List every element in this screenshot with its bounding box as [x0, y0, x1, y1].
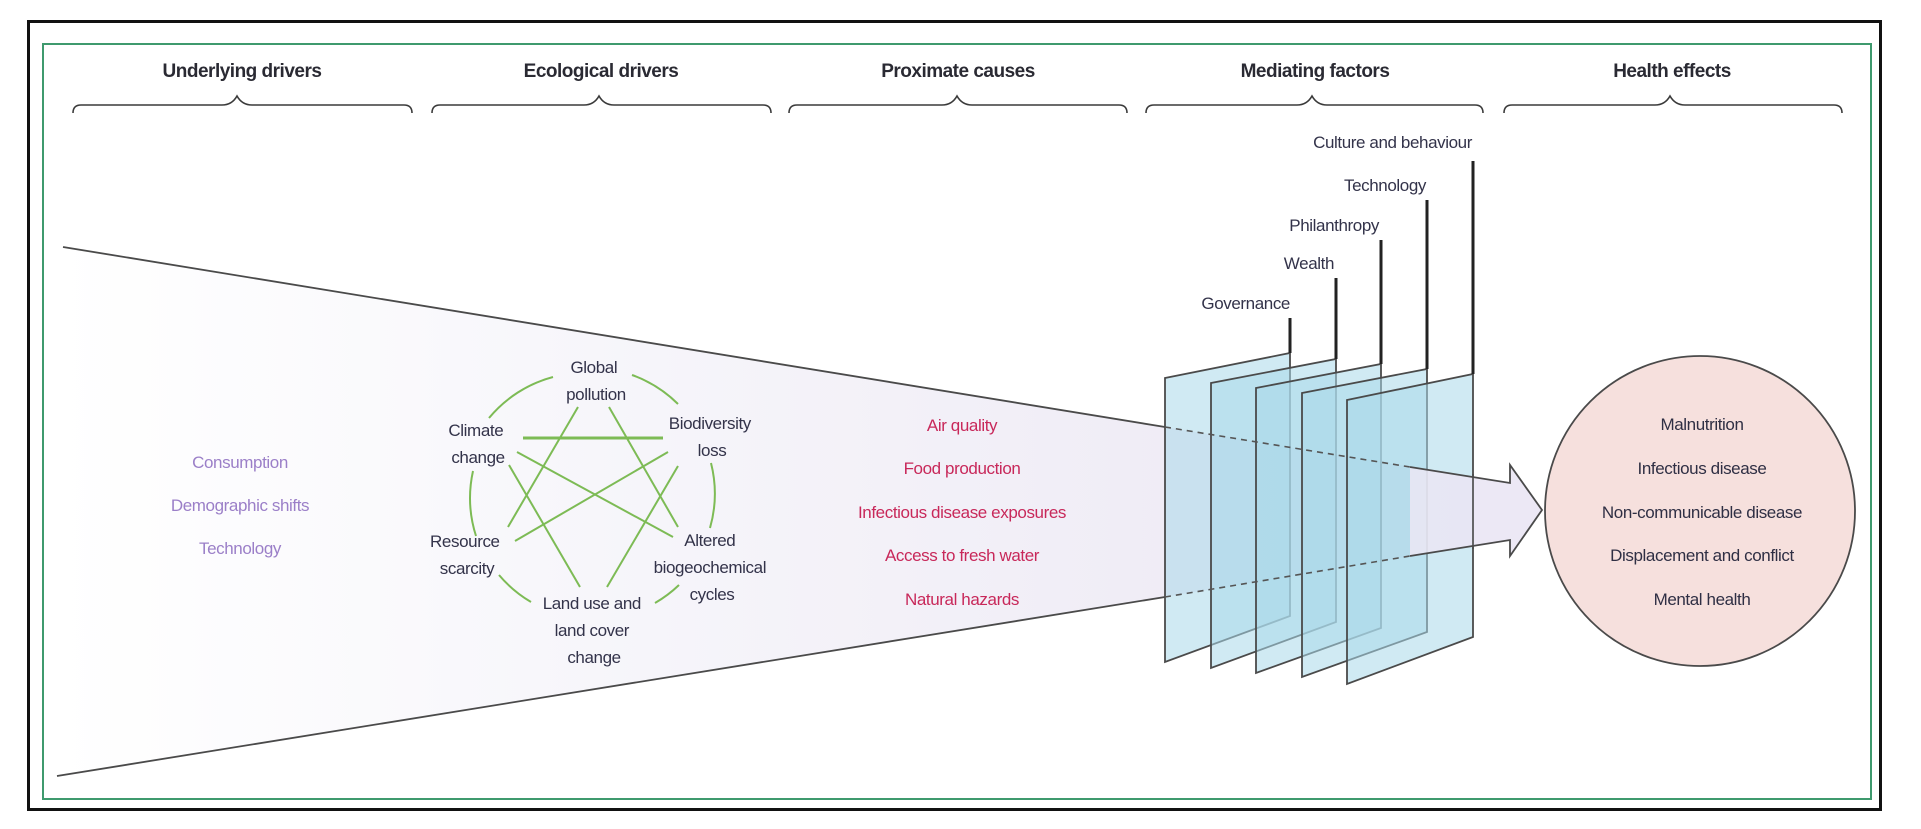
node-climate-change: Climate change [448, 421, 507, 467]
heading-ecological-drivers: Ecological drivers [524, 61, 679, 82]
brace-mediating-factors [1145, 94, 1484, 114]
arrow-to-health-effects [1409, 462, 1544, 559]
column-headings: Underlying drivers Ecological drivers Pr… [163, 61, 1732, 82]
arc-altered-land [654, 584, 680, 604]
arrow-fill [1410, 465, 1542, 556]
ecological-links [507, 406, 679, 588]
brace-proximate-causes [788, 94, 1128, 114]
health-effects-circle-group: Malnutrition Infectious disease Non-comm… [1544, 355, 1856, 667]
underlying-driver: Consumption [192, 453, 288, 472]
funnel-bottom-edge [56, 596, 1166, 777]
heading-health-effects: Health effects [1613, 61, 1731, 82]
underlying-driver: Technology [199, 539, 282, 558]
mediating-stems [1288, 161, 1475, 374]
node-global-pollution: Global pollution [566, 358, 626, 404]
funnel-dashed-lines [1164, 426, 1411, 598]
proximate-cause: Food production [904, 459, 1021, 478]
health-effects-circle [1544, 355, 1856, 667]
arc-resource-climate [469, 470, 477, 537]
funnel-top-dashed [1164, 426, 1411, 468]
proximate-causes-list: Air quality Food production Infectious d… [858, 416, 1066, 609]
heading-mediating-factors: Mediating factors [1241, 61, 1390, 82]
proximate-cause: Natural hazards [905, 590, 1019, 609]
health-effect: Mental health [1654, 590, 1751, 609]
health-effect: Infectious disease [1638, 459, 1767, 478]
mediating-factor-governance: Governance [1201, 294, 1290, 313]
proximate-cause: Access to fresh water [885, 546, 1040, 565]
braces [72, 94, 1843, 114]
link-biodiversity-resource [514, 451, 669, 542]
mediating-factor-technology: Technology [1344, 176, 1427, 195]
mediating-labels: Governance Wealth Philanthropy Technolog… [1201, 133, 1475, 374]
ecological-labels: Global pollution Biodiversity loss Alter… [430, 358, 771, 667]
underlying-drivers-list: Consumption Demographic shifts Technolog… [171, 453, 310, 558]
mediating-factor-wealth: Wealth [1284, 254, 1334, 273]
health-effect: Non-communicable disease [1602, 503, 1802, 522]
mediating-panels [1164, 351, 1474, 686]
link-climate-land [508, 464, 581, 588]
proximate-cause: Infectious disease exposures [858, 503, 1066, 522]
arc-global-biodiversity [631, 374, 679, 405]
arrow-outline [1409, 462, 1544, 559]
mediating-factor-culture-behaviour: Culture and behaviour [1313, 133, 1473, 152]
funnel-bottom-dashed [1164, 555, 1411, 598]
health-effect: Displacement and conflict [1610, 546, 1794, 565]
ecological-arcs [469, 374, 716, 604]
underlying-driver: Demographic shifts [171, 496, 309, 515]
heading-underlying-drivers: Underlying drivers [163, 61, 322, 82]
node-altered-biogeochemical-cycles: Altered biogeochemical cycles [654, 531, 771, 604]
arc-biodiversity-altered [709, 462, 716, 529]
figure-outer-frame [27, 20, 1882, 811]
proximate-cause: Air quality [927, 416, 998, 435]
brace-underlying-drivers [72, 94, 413, 114]
mediating-factor-philanthropy: Philanthropy [1289, 216, 1380, 235]
node-biodiversity-loss: Biodiversity loss [669, 414, 755, 460]
node-land-use-change: Land use and land cover change [543, 594, 646, 667]
brace-health-effects [1503, 94, 1843, 114]
funnel-shape [57, 247, 1542, 776]
link-biodiversity-land [606, 465, 679, 588]
brace-ecological-drivers [431, 94, 772, 114]
health-effect: Malnutrition [1660, 415, 1743, 434]
arc-land-resource [498, 574, 532, 603]
arc-climate-global [488, 376, 554, 419]
node-resource-scarcity: Resource scarcity [430, 532, 504, 578]
ecological-network: Global pollution Biodiversity loss Alter… [430, 358, 771, 667]
figure-inner-frame [42, 43, 1872, 800]
heading-proximate-causes: Proximate causes [881, 61, 1035, 82]
funnel-top-edge [62, 246, 1166, 428]
